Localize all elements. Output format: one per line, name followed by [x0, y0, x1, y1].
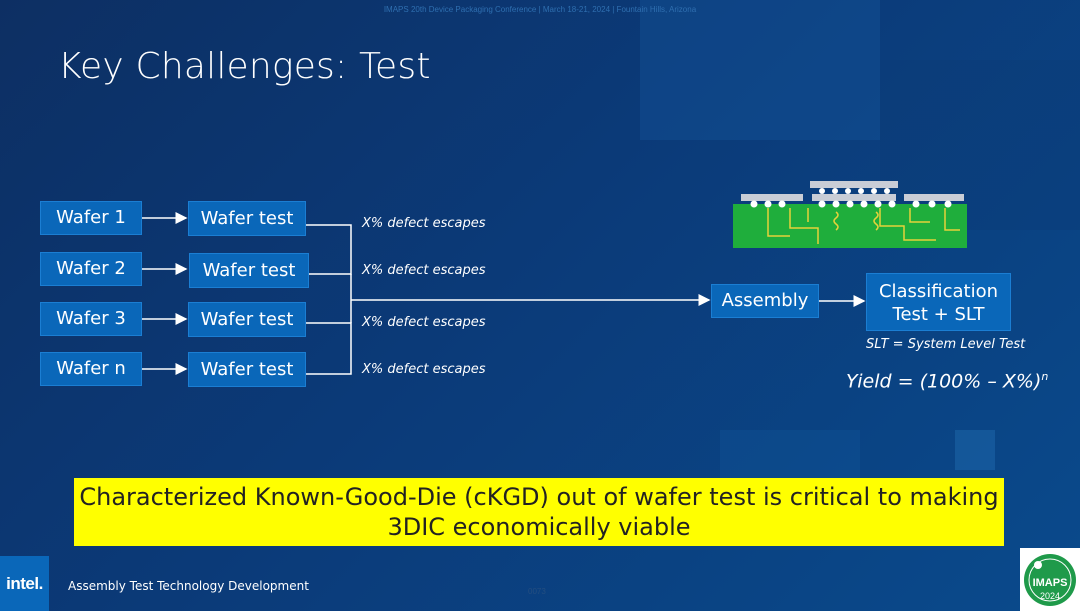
bg-tile	[955, 430, 995, 470]
escape-label-1: X% defect escapes	[362, 216, 486, 231]
yield-formula-text: Yield = (100% – X%)	[846, 370, 1042, 393]
conference-header: IMAPS 20th Device Packaging Conference |…	[383, 5, 697, 14]
page-number: 0073	[528, 587, 546, 596]
imaps-logo: IMAPS 2024	[1020, 548, 1080, 611]
bg-tile	[640, 0, 880, 140]
wafer-test-2-box: Wafer test	[189, 253, 309, 288]
yield-formula: Yield = (100% – X%)n	[846, 370, 1048, 392]
merge-line-top	[306, 224, 352, 275]
svg-text:2024: 2024	[1040, 591, 1060, 601]
wafer-test-3-box: Wafer test	[188, 302, 306, 337]
yield-exponent: n	[1041, 370, 1049, 383]
wafer-2-box: Wafer 2	[40, 252, 142, 286]
banner-line1: Characterized Known-Good-Die (cKGD) out …	[79, 483, 999, 511]
merge-line-bottom	[306, 322, 352, 375]
assembly-box: Assembly	[711, 284, 819, 318]
intel-logo: intel.	[0, 556, 49, 611]
classification-line2: Test + SLT	[892, 304, 985, 325]
page-title: Key Challenges: Test	[58, 46, 431, 87]
escape-label-3: X% defect escapes	[362, 315, 486, 330]
svg-text:IMAPS: IMAPS	[1033, 577, 1068, 589]
banner-line2: 3DIC economically viable	[387, 513, 691, 541]
classification-line1: Classification	[878, 281, 999, 302]
slt-note: SLT = System Level Test	[866, 337, 1026, 352]
key-message-banner: Characterized Known-Good-Die (cKGD) out …	[74, 478, 1004, 546]
wafer-test-n-box: Wafer test	[188, 352, 306, 387]
escape-label-2: X% defect escapes	[362, 263, 486, 278]
footer-text: Assembly Test Technology Development	[68, 579, 309, 593]
bg-tile	[720, 430, 860, 480]
wafer-1-box: Wafer 1	[40, 201, 142, 235]
wafer-n-box: Wafer n	[40, 352, 142, 386]
imaps-logo-graphic: IMAPS 2024	[1024, 554, 1076, 606]
package-illustration	[733, 181, 967, 248]
wafer-3-box: Wafer 3	[40, 302, 142, 336]
bg-tile	[880, 60, 1080, 230]
wafer-test-1-box: Wafer test	[188, 201, 306, 236]
classification-box: Classification Test + SLT	[866, 273, 1011, 331]
escape-label-4: X% defect escapes	[362, 362, 486, 377]
